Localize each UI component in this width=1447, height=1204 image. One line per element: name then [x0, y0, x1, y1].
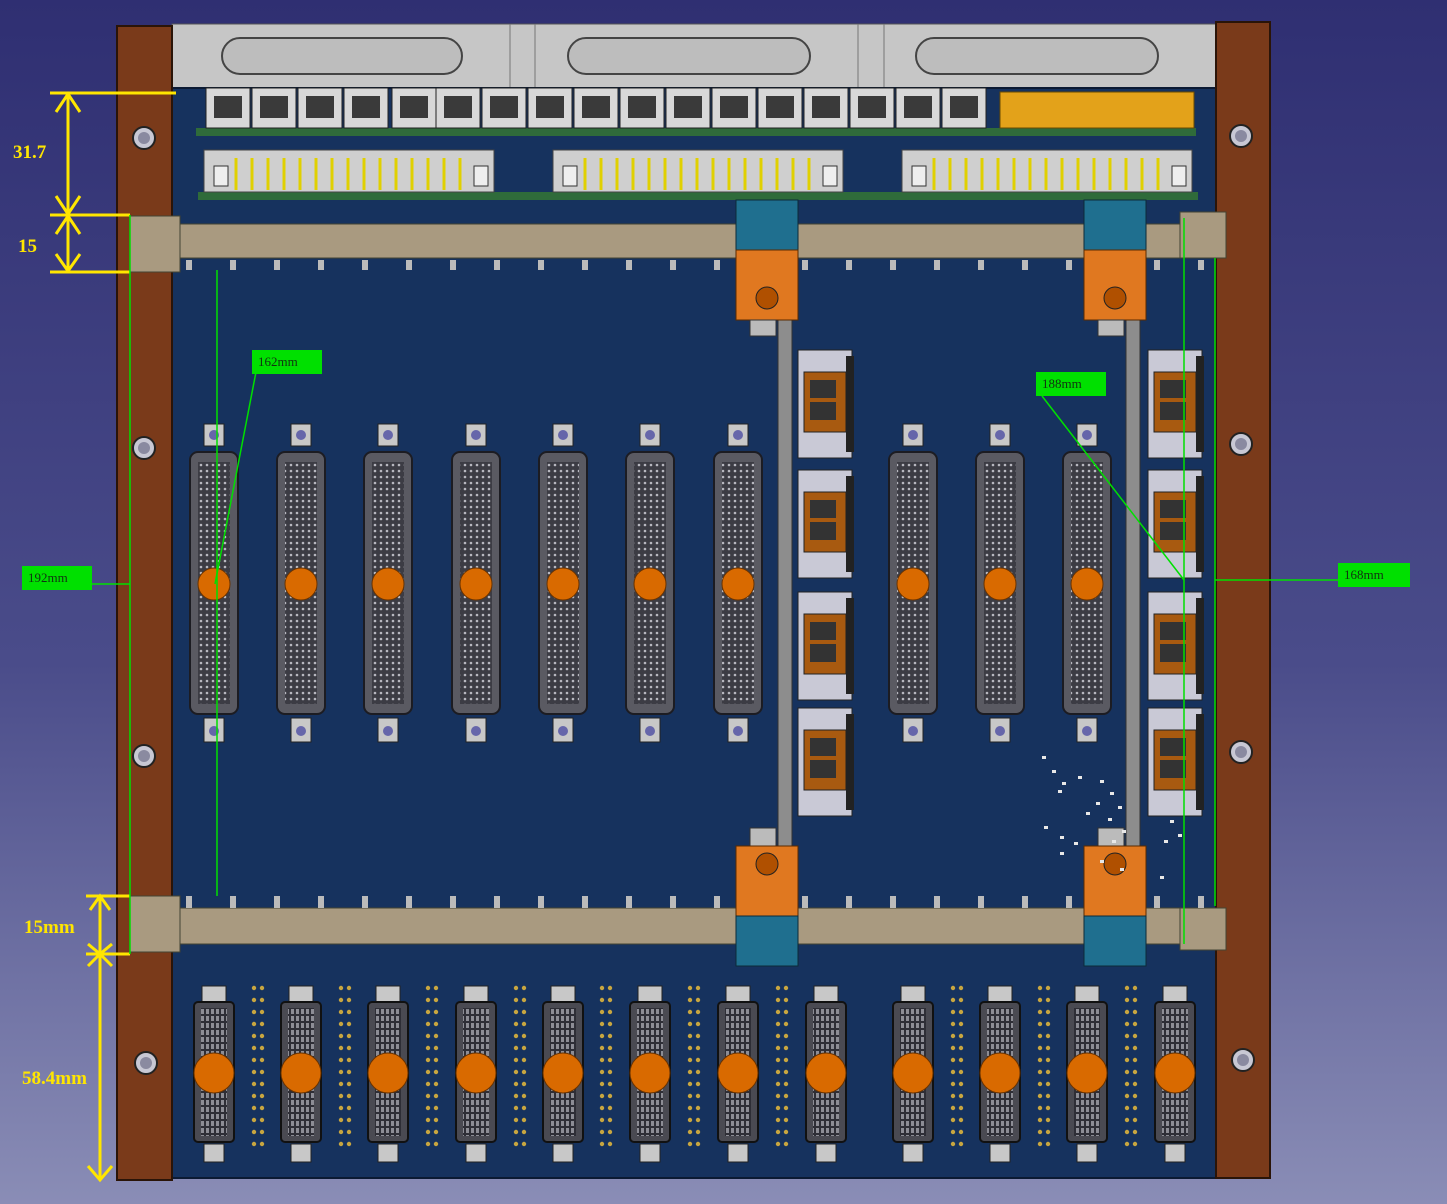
card-guide-right: [1125, 317, 1141, 859]
screw-icon: [471, 726, 481, 736]
measure-label-168mm[interactable]: 168mm: [1338, 563, 1410, 587]
connector-key-icon: [892, 1052, 934, 1094]
connector-key-icon: [1066, 1052, 1108, 1094]
card-clamps: [735, 199, 1147, 967]
dim-upper-rail: 15: [18, 236, 37, 257]
connector-key-icon: [367, 1052, 409, 1094]
connector-key-icon: [280, 1052, 322, 1094]
connector-key-icon: [1070, 567, 1104, 601]
connector-key-icon: [717, 1052, 759, 1094]
left-side-rail: [116, 25, 173, 1181]
connector-key-icon: [193, 1052, 235, 1094]
screw-icon: [1082, 726, 1092, 736]
upper-card-rail: [129, 211, 1227, 273]
screw-icon: [645, 726, 655, 736]
measure-label-188mm[interactable]: 188mm: [1036, 372, 1106, 396]
dim-bottom-height: 58.4mm: [22, 1068, 87, 1089]
measure-label-162mm[interactable]: 162mm: [252, 350, 322, 374]
measure-label-192mm[interactable]: 192mm: [22, 566, 92, 590]
clamp-mount: [735, 915, 799, 967]
connector-key-icon: [371, 567, 405, 601]
connector-key-icon: [1154, 1052, 1196, 1094]
screw-icon: [558, 726, 568, 736]
clamp-mount: [1083, 199, 1147, 251]
screw-icon: [908, 726, 918, 736]
connector-key-icon: [284, 567, 318, 601]
lower-card-rail: [129, 895, 1227, 953]
connector-key-icon: [197, 567, 231, 601]
yellow-dimensions: [50, 91, 176, 1183]
connector-key-icon: [542, 1052, 584, 1094]
screw-icon: [558, 430, 568, 440]
dim-lower-rail: 15mm: [24, 917, 75, 938]
orange-header-connector: [999, 91, 1195, 129]
dim-top-height: 31.7: [13, 142, 47, 163]
rj45-port-icon: [803, 87, 849, 129]
via-cluster: [1042, 756, 1182, 879]
screw-icon: [995, 726, 1005, 736]
screw-icon: [645, 430, 655, 440]
io-connectors: [193, 985, 1196, 1163]
screw-icon: [1103, 286, 1127, 310]
screw-icon: [755, 286, 779, 310]
rj45-port-icon: [941, 87, 987, 129]
screw-icon: [296, 726, 306, 736]
connector-key-icon: [721, 567, 755, 601]
screw-icon: [1103, 852, 1127, 876]
connector-key-icon: [805, 1052, 847, 1094]
connector-key-icon: [629, 1052, 671, 1094]
screw-icon: [383, 430, 393, 440]
clamp-mount: [735, 199, 799, 251]
rj45-connector-board: [196, 87, 1196, 136]
connector-key-icon: [983, 567, 1017, 601]
terminal-headers: [198, 149, 1198, 200]
card-guide-left: [777, 317, 793, 859]
screw-icon: [296, 430, 306, 440]
right-side-rail: [1215, 21, 1271, 1179]
mount-holes: [132, 124, 1255, 1075]
screw-icon: [471, 430, 481, 440]
screw-icon: [733, 430, 743, 440]
top-chassis-panel: [171, 23, 1223, 93]
green-measure-lines: [92, 215, 1338, 954]
screw-icon: [995, 430, 1005, 440]
connector-key-icon: [896, 567, 930, 601]
card-connectors: [189, 423, 1112, 743]
connector-key-icon: [546, 567, 580, 601]
connector-key-icon: [455, 1052, 497, 1094]
power-modules: [797, 349, 1204, 817]
connector-key-icon: [459, 567, 493, 601]
connector-key-icon: [979, 1052, 1021, 1094]
screw-icon: [383, 726, 393, 736]
screw-icon: [908, 430, 918, 440]
screw-icon: [733, 726, 743, 736]
connector-key-icon: [633, 567, 667, 601]
backplane-board: [169, 87, 1221, 1179]
clamp-mount: [1083, 915, 1147, 967]
screw-icon: [1082, 430, 1092, 440]
screw-icon: [755, 852, 779, 876]
